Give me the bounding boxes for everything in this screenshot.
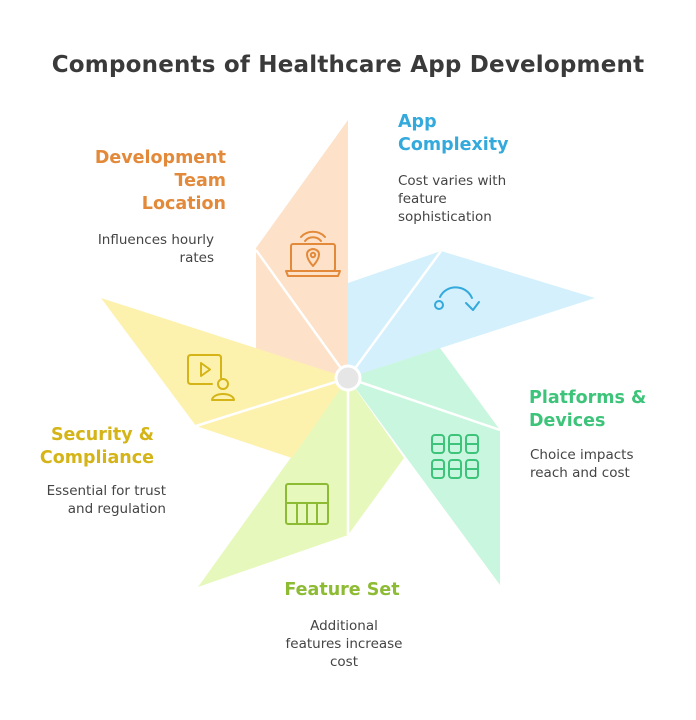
platforms-title-line: Devices: [529, 411, 606, 431]
security-desc-line: and regulation: [67, 501, 166, 517]
security-description: Essential for trust and regulation: [6, 482, 166, 518]
team-desc-line: Influences hourly: [97, 232, 214, 248]
platforms-title: Platforms & Devices: [529, 387, 689, 433]
laptop-location-icon: [285, 230, 341, 277]
complexity-desc-line: Cost varies with: [398, 173, 507, 189]
platforms-description: Choice impacts reach and cost: [530, 446, 680, 482]
complexity-desc-line: feature: [398, 191, 447, 207]
team-desc-line: rates: [179, 250, 214, 266]
complexity-description: Cost varies with feature sophistication: [398, 172, 558, 226]
security-title: Security & Compliance: [4, 424, 154, 470]
platforms-title-line: Platforms &: [529, 388, 647, 408]
team-title: Development Team Location: [66, 147, 226, 216]
complexity-title-line: Complexity: [398, 135, 509, 155]
complexity-title-line: App: [398, 112, 437, 132]
blade-team: [254, 120, 350, 379]
team-title-line: Team: [174, 171, 226, 191]
platforms-desc-line: Choice impacts: [530, 447, 634, 463]
feature-desc-line: Additional: [310, 618, 378, 634]
feature-desc-line: cost: [329, 654, 358, 670]
security-title-line: Security &: [50, 425, 154, 445]
feature-table-icon: [285, 483, 329, 525]
team-title-line: Location: [141, 194, 226, 214]
curved-arrow-icon: [434, 286, 480, 311]
diagram-title: Components of Healthcare App Development: [51, 52, 645, 78]
team-description: Influences hourly rates: [46, 231, 214, 267]
security-title-line: Compliance: [39, 448, 154, 468]
complexity-title: App Complexity: [398, 111, 568, 157]
feature-title: Feature Set: [242, 579, 442, 602]
blade-security: [101, 298, 349, 458]
feature-desc-line: features increase: [285, 636, 403, 652]
feature-description: Additional features increase cost: [262, 617, 426, 671]
video-user-icon: [187, 354, 235, 401]
blade-feature: [198, 378, 404, 587]
blade-platforms: [347, 348, 501, 585]
device-grid-icon: [431, 434, 479, 479]
complexity-desc-line: sophistication: [398, 209, 492, 225]
blade-complexity: [346, 250, 595, 379]
hub-circle: [334, 364, 362, 392]
platforms-desc-line: reach and cost: [530, 465, 630, 481]
security-desc-line: Essential for trust: [46, 483, 166, 499]
feature-title-line: Feature Set: [284, 580, 400, 600]
team-title-line: Development: [94, 148, 226, 168]
